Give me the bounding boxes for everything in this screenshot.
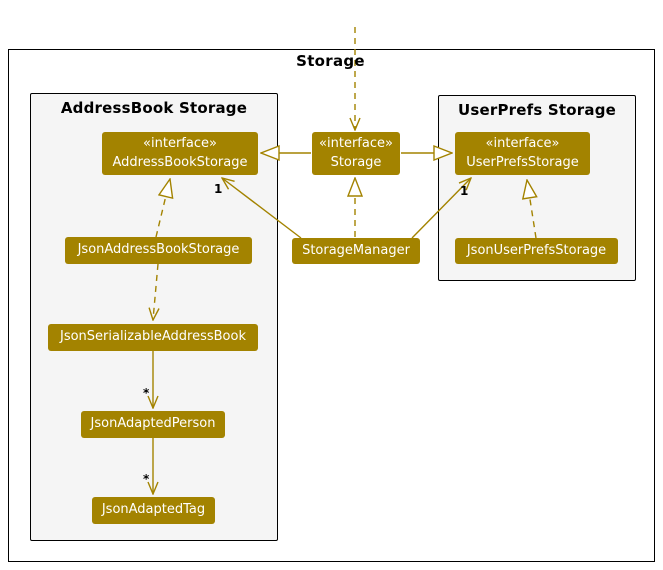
package-addressbook-storage-title: AddressBook Storage [60,99,248,117]
class-name: JsonSerializableAddressBook [60,329,246,345]
edge-storagemanager-to-addressbookstorage [222,178,302,239]
class-name: AddressBookStorage [112,154,248,170]
stereotype-label: «interface» [319,136,393,152]
multiplicity-storagemanager-addressbookstorage: 1 [214,182,223,196]
node-addressbookstorage-interface: «interface» AddressBookStorage [102,132,258,175]
class-name: StorageManager [302,242,410,258]
multiplicity-adaptedperson-adaptedtag: * [143,472,150,486]
package-userprefs-storage-title: UserPrefs Storage [457,101,617,119]
edge-storagemanager-to-userprefsstorage [411,178,471,239]
edge-jsonuserprefsstorage-implements-userprefsstorage [527,180,536,239]
class-name: UserPrefsStorage [466,154,579,170]
edge-jsonaddressbookstorage-implements-addressbookstorage [155,179,170,238]
node-storage-interface: «interface» Storage [312,132,400,175]
node-jsonserializableaddressbook: JsonSerializableAddressBook [48,324,258,351]
class-name: JsonAdaptedPerson [90,416,216,432]
stereotype-label: «interface» [143,136,217,152]
node-jsonuserprefsstorage: JsonUserPrefsStorage [455,238,618,264]
frame-title: Storage [296,52,365,70]
stereotype-label: «interface» [485,136,560,152]
class-name: JsonAdaptedTag [101,502,206,518]
node-jsonaddressbookstorage: JsonAddressBookStorage [65,237,252,264]
multiplicity-storagemanager-userprefsstorage: 1 [460,184,469,198]
node-userprefsstorage-interface: «interface» UserPrefsStorage [455,132,590,175]
class-name: JsonAddressBookStorage [77,242,240,258]
node-jsonadaptedperson: JsonAdaptedPerson [81,411,225,438]
edge-jsonaddressbookstorage-to-jsonserializableaddressbook [153,263,158,320]
node-jsonadaptedtag: JsonAdaptedTag [92,497,215,524]
storage-frame [8,49,655,562]
node-storagemanager: StorageManager [292,238,420,264]
class-name: Storage [330,154,382,170]
class-name: JsonUserPrefsStorage [466,242,607,258]
multiplicity-serializable-adaptedperson: * [143,386,150,400]
